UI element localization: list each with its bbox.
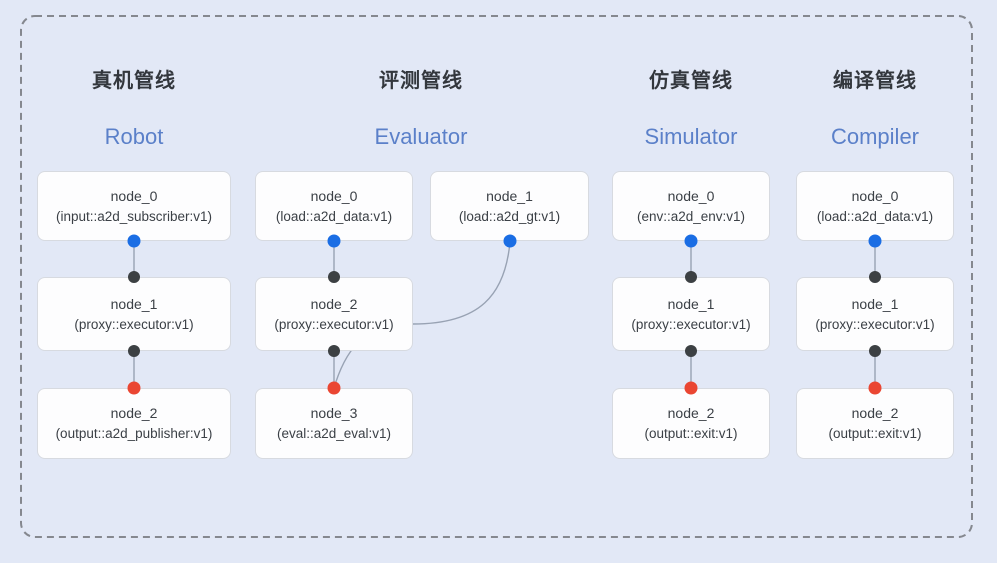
node-card-evaluator-node0: node_0 (load::a2d_data:v1) [255, 171, 413, 241]
node-title: node_3 [310, 405, 358, 421]
node-subtitle: (proxy::executor:v1) [631, 316, 751, 332]
node-subtitle: (proxy::executor:v1) [274, 316, 394, 332]
node-card-compiler-node0: node_0 (load::a2d_data:v1) [796, 171, 954, 241]
node-subtitle: (eval::a2d_eval:v1) [276, 426, 392, 441]
pipeline-title-en-evaluator: Evaluator [374, 124, 468, 149]
node-card-evaluator-node3: node_3 (eval::a2d_eval:v1) [255, 388, 413, 459]
node-subtitle: (proxy::executor:v1) [815, 316, 935, 332]
pipeline-title-cn-compiler: 编译管线 [833, 70, 917, 92]
pipeline-title-cn-evaluator: 评测管线 [379, 70, 463, 92]
node-card-simulator-node2: node_2 (output::exit:v1) [612, 388, 770, 459]
node-subtitle: (input::a2d_subscriber:v1) [55, 208, 213, 224]
node-title: node_1 [667, 295, 715, 312]
node-title: node_1 [486, 187, 533, 204]
node-subtitle: (output::exit:v1) [828, 426, 922, 441]
node-card-simulator-node0: node_0 (env::a2d_env:v1) [612, 171, 770, 241]
node-card-simulator-node1: node_1 (proxy::executor:v1) [612, 277, 770, 351]
node-card-robot-node0: node_0 (input::a2d_subscriber:v1) [37, 171, 231, 241]
node-title: node_2 [851, 405, 899, 421]
node-card-evaluator-node1: node_1 (load::a2d_gt:v1) [430, 171, 589, 241]
node-title: node_2 [110, 405, 158, 421]
node-card-compiler-node2: node_2 (output::exit:v1) [796, 388, 954, 459]
node-card-compiler-node1: node_1 (proxy::executor:v1) [796, 277, 954, 351]
node-subtitle: (env::a2d_env:v1) [636, 208, 746, 224]
pipeline-title-en-simulator: Simulator [644, 124, 738, 149]
node-card-robot-node2: node_2 (output::a2d_publisher:v1) [37, 388, 231, 459]
node-subtitle: (load::a2d_gt:v1) [458, 208, 561, 224]
node-subtitle: (output::exit:v1) [644, 426, 738, 441]
pipeline-title-en-compiler: Compiler [830, 124, 920, 149]
node-subtitle: (proxy::executor:v1) [74, 316, 194, 332]
node-title: node_2 [310, 295, 358, 312]
pipeline-title-cn-robot: 真机管线 [92, 70, 176, 92]
node-subtitle: (load::a2d_data:v1) [816, 208, 934, 224]
node-title: node_0 [851, 187, 899, 204]
pipeline-title-en-robot: Robot [104, 124, 164, 149]
node-title: node_0 [667, 187, 715, 204]
node-title: node_2 [667, 405, 715, 421]
node-title: node_0 [110, 187, 158, 204]
node-title: node_1 [851, 295, 899, 312]
pipeline-title-cn-simulator: 仿真管线 [649, 70, 733, 92]
node-subtitle: (load::a2d_data:v1) [275, 208, 393, 224]
node-title: node_0 [310, 187, 358, 204]
node-subtitle: (output::a2d_publisher:v1) [55, 426, 213, 441]
node-card-evaluator-node2: node_2 (proxy::executor:v1) [255, 277, 413, 351]
node-title: node_1 [110, 295, 158, 312]
node-card-robot-node1: node_1 (proxy::executor:v1) [37, 277, 231, 351]
